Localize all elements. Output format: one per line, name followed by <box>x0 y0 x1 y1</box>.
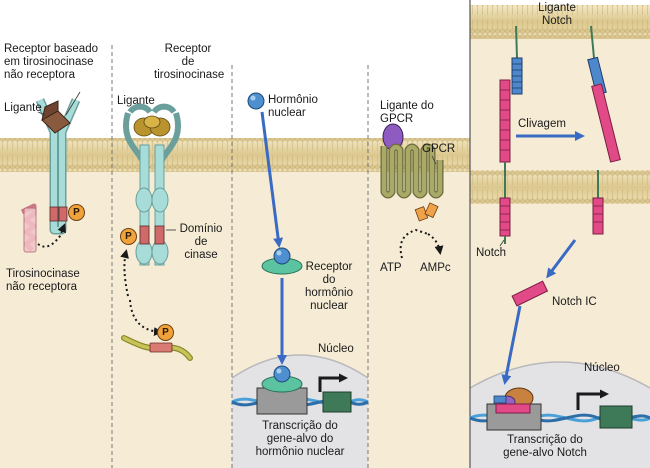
nonreceptor-kinase-coil <box>20 203 37 253</box>
notch-ic-arrow-2 <box>501 305 522 385</box>
notch-ligand-label: Ligante Notch <box>522 2 592 28</box>
receptor-nrtk-title-line: em tirosinocinase <box>4 56 94 68</box>
phospho-badge-receptor: P <box>120 228 137 245</box>
nuclear-receptor-label: Receptor do hormônio nuclear <box>296 261 362 313</box>
notch-ligand-label-line: Ligante <box>538 2 576 14</box>
receptor-nrtk-title-line: não receptora <box>4 69 75 81</box>
nonreceptor-kinase-label: Tirosinocinase não receptora <box>6 268 80 294</box>
gpcr-ligand-label-line: Ligante do <box>380 100 434 112</box>
receptor-tyrosine-kinase <box>123 103 181 266</box>
notch-receptor-left <box>499 79 511 244</box>
receptor-nrtk-title: Receptor baseado em tirosinocinase não r… <box>4 43 98 82</box>
hormone-arrow-1 <box>260 111 284 248</box>
transcription-label-3: Transcrição do gene-alvo do hormônio nuc… <box>234 420 366 459</box>
nuclear-receptor-complex <box>261 247 303 275</box>
transcription-label-5-line: Transcrição do <box>507 434 583 446</box>
bound-receptor-3 <box>261 365 303 393</box>
notch-ligand-left <box>511 25 523 95</box>
gpcr-ligand-label-line: GPCR <box>380 113 414 125</box>
transcription-label-3-line: hormônio nuclear <box>255 446 345 458</box>
atp-label: ATP <box>380 262 402 274</box>
panel-dividers <box>111 45 369 468</box>
nucleus-label-5: Núcleo <box>584 362 620 374</box>
kinase-domain-label-line: cinase <box>184 249 218 261</box>
phospho-badge: P <box>68 204 85 221</box>
kinase-domain-label-line: de <box>194 236 208 248</box>
gpcr-receptor <box>380 143 444 199</box>
cleavage-label: Clivagem <box>518 118 566 130</box>
gpcr-label: GPCR <box>422 143 456 155</box>
kinase-domain-label: Domínio de cinase <box>175 223 227 262</box>
ligand-cube-1 <box>41 100 71 134</box>
kinase-arrow-1 <box>37 223 66 248</box>
ligand-label-2: Ligante <box>117 95 155 107</box>
phospho-badge-substrate: P <box>157 324 174 341</box>
kinase-domain-2 <box>139 225 165 245</box>
transcription-arrow-5 <box>576 389 609 410</box>
notch-ligand-label-line: Notch <box>541 15 573 27</box>
notch-transcription-complex <box>493 387 534 414</box>
g-protein <box>414 202 439 222</box>
kinase-domain-1 <box>49 206 68 222</box>
transcription-arrow-3 <box>318 373 348 392</box>
ligand-blob-2 <box>133 115 171 137</box>
rtk-title-line: tirosinocinase <box>154 69 225 81</box>
ligand-label-1: Ligante <box>4 102 42 114</box>
notch-receptor-right-cleaved <box>591 83 621 235</box>
transcription-label-5: Transcrição do gene-alvo Notch <box>490 434 600 460</box>
kinase-domain-label-line: Domínio <box>179 223 223 235</box>
nucleus-label-3: Núcleo <box>318 343 354 355</box>
nuclear-receptor-label-line: do <box>322 274 336 286</box>
nuclear-receptor-label-line: nuclear <box>310 300 348 312</box>
receptor-nrtk-title-line: Receptor baseado <box>4 43 98 55</box>
camp-label: AMPc <box>420 262 451 274</box>
leader-receptor-1 <box>37 91 81 116</box>
notch-ic-arrow-1 <box>546 239 577 279</box>
phospho-arrows-2 <box>120 249 163 337</box>
cell-membrane-notch <box>470 5 650 204</box>
leader-gpcr <box>431 155 437 165</box>
nonreceptor-kinase-label-line: Tirosinocinase <box>6 268 80 280</box>
nonreceptor-kinase-label-line: não receptora <box>6 281 77 293</box>
transcription-label-3-line: gene-alvo do <box>266 433 334 445</box>
rtk-title-line: Receptor <box>164 43 212 55</box>
notch-ic-label: Notch IC <box>552 296 597 308</box>
leader-notch <box>499 239 505 247</box>
nuclear-receptor-label-line: hormônio <box>305 287 353 299</box>
transcription-label-5-line: gene-alvo Notch <box>503 447 587 459</box>
nuclear-hormone-label: Hormônio nuclear <box>268 94 318 120</box>
gpcr-ligand-label: Ligante do GPCR <box>380 100 434 126</box>
substrate-protein <box>121 335 193 361</box>
rtk-title: Receptor de tirosinocinase <box>154 43 225 82</box>
rtk-title-line: de <box>181 56 195 68</box>
nuclear-hormone-label-line: nuclear <box>268 107 306 119</box>
nuclear-hormone-label-line: Hormônio <box>268 94 318 106</box>
nuclear-receptor-label-line: Receptor <box>305 261 353 273</box>
nuclear-hormone-ball <box>247 92 265 110</box>
gene-box-3 <box>256 387 352 415</box>
transcription-label-3-line: Transcrição do <box>262 420 338 432</box>
notch-ic-fragment <box>511 280 549 307</box>
atp-camp-arrow <box>399 228 444 259</box>
notch-label: Notch <box>476 247 507 259</box>
